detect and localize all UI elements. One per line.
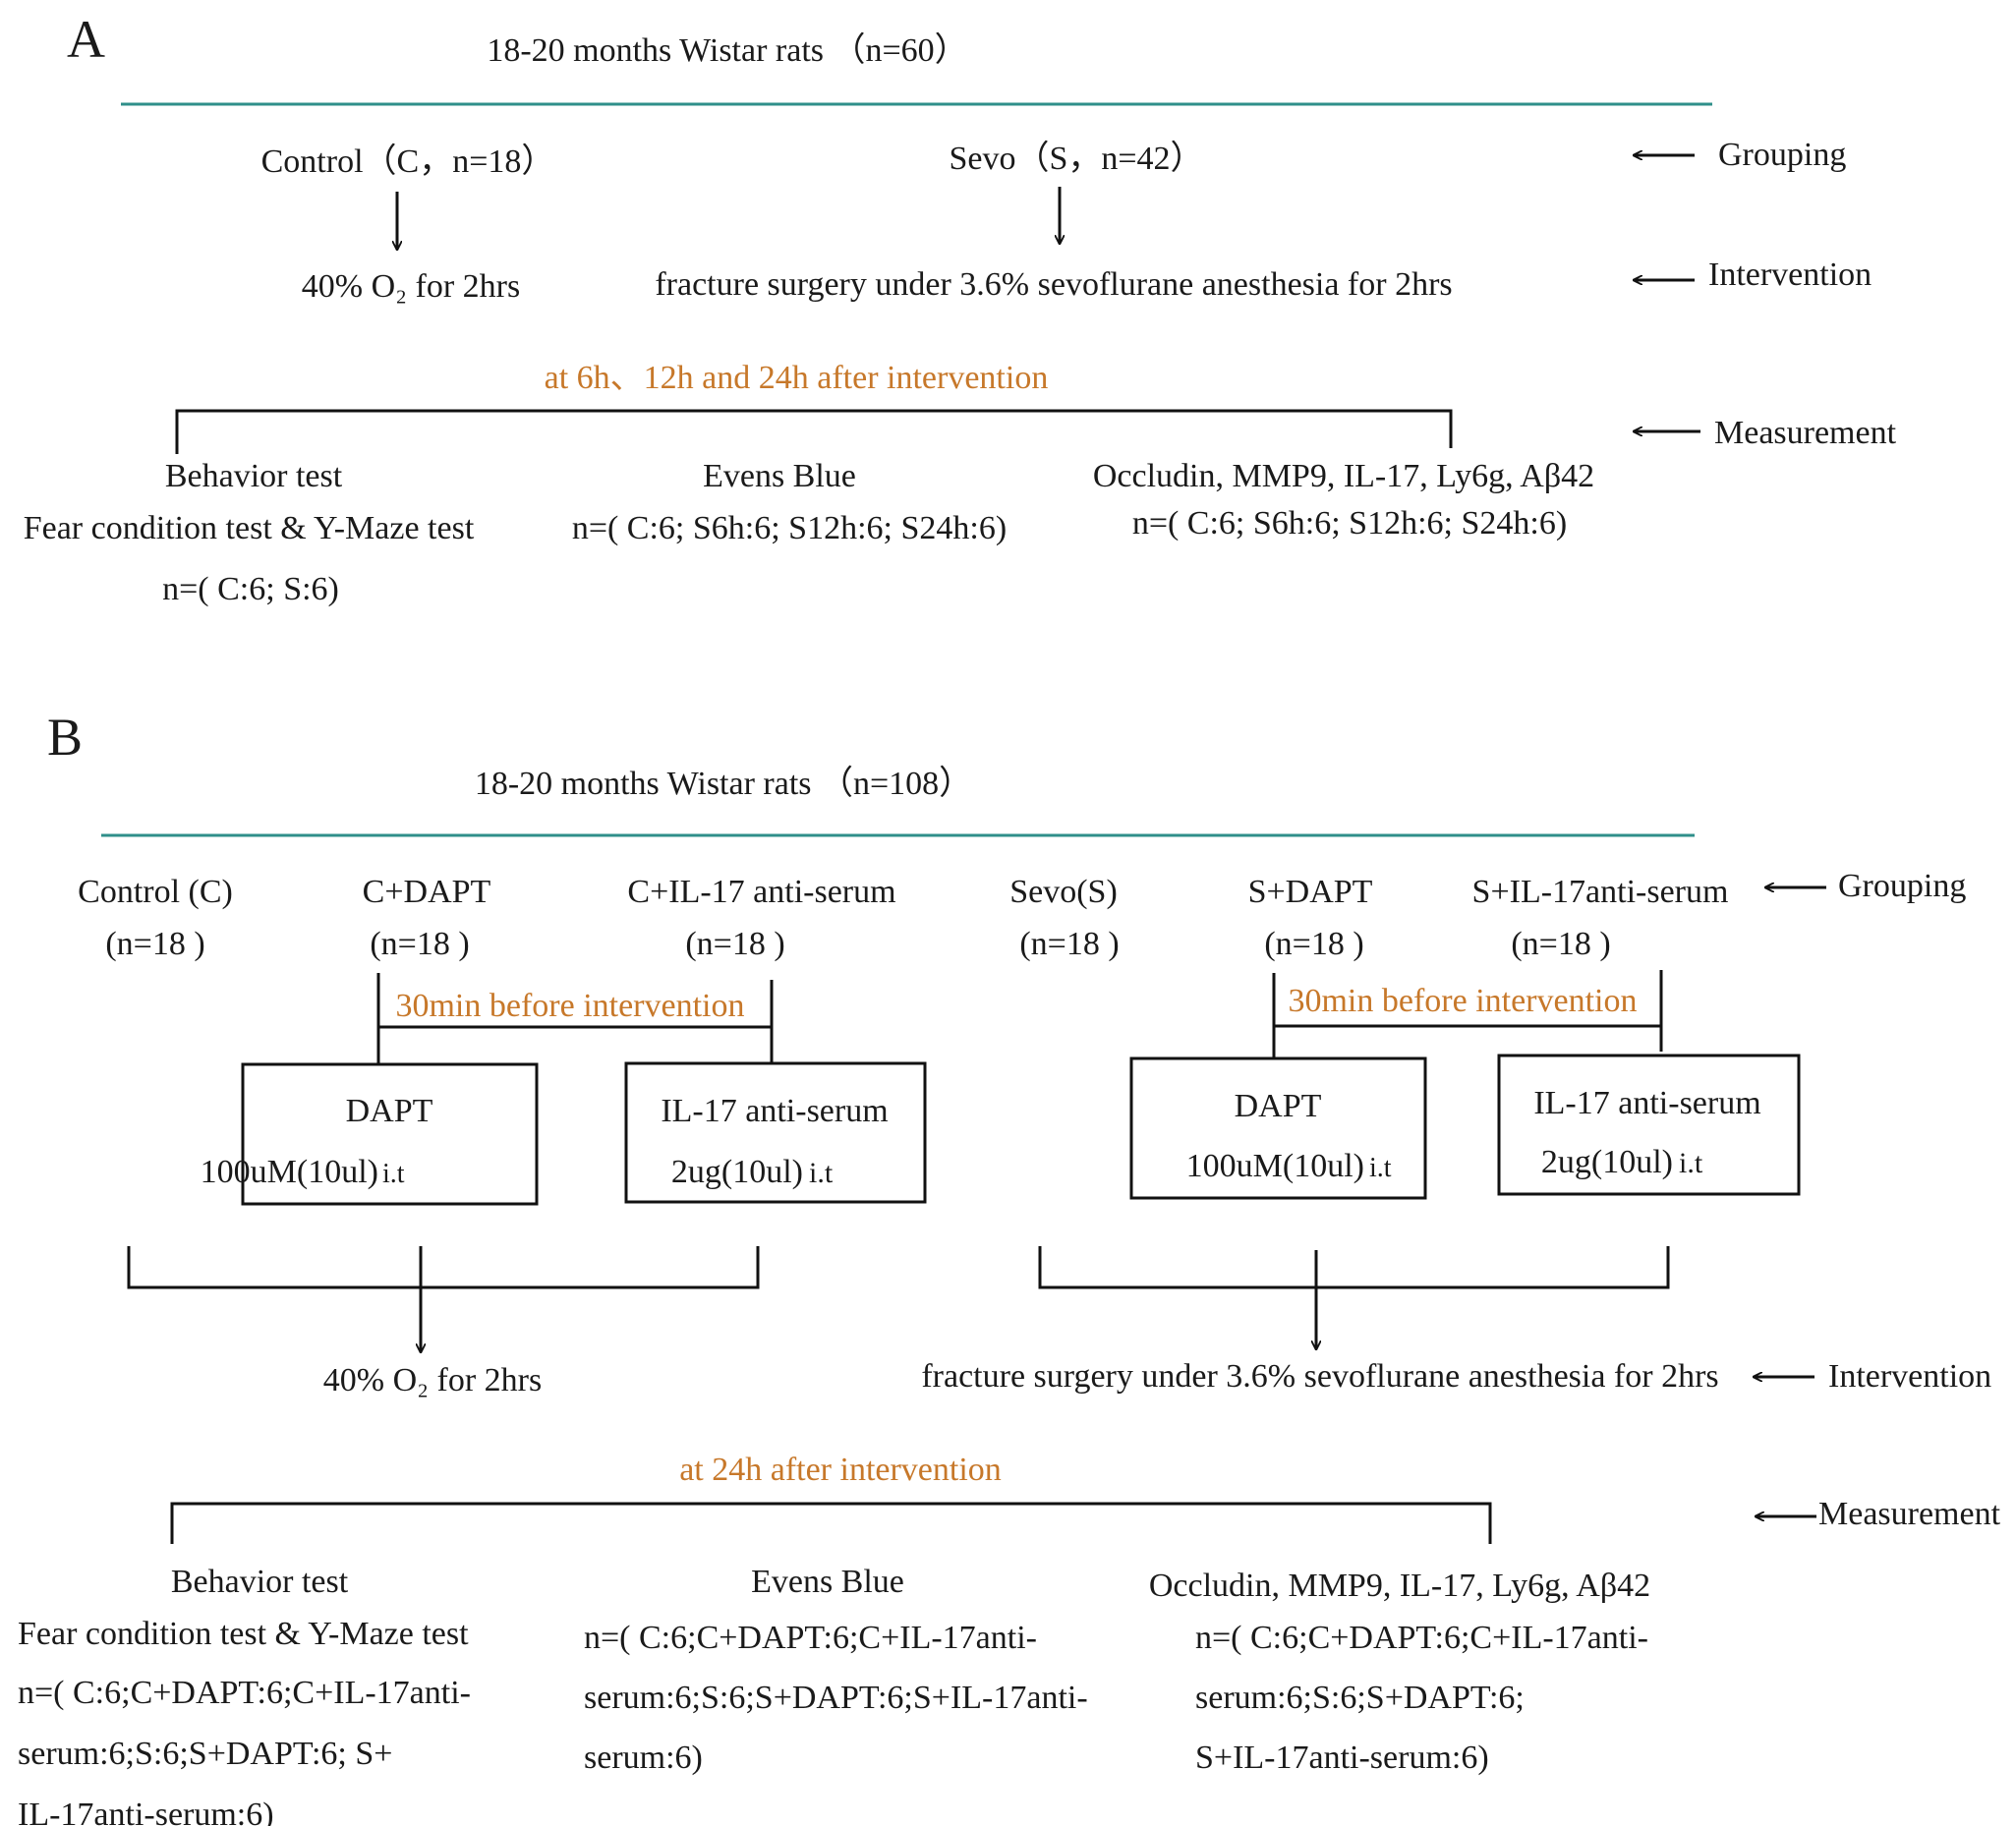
panel-b-occludin-title: Occludin, MMP9, IL-17, Ly6g, Aβ42 xyxy=(1149,1568,1650,1604)
panel-b-evens-n-line2: serum:6;S:6;S+DAPT:6;S+IL-17anti- xyxy=(584,1680,1088,1716)
box-il17-right: IL-17 anti-serum 2ug(10ul) i.t xyxy=(1497,1054,1801,1196)
panel-b-pre-timing-right: 30min before intervention xyxy=(1288,983,1637,1019)
box-dapt-left-title: DAPT xyxy=(346,1093,433,1129)
panel-b-behavior-n-line1: n=( C:6;C+DAPT:6;C+IL-17anti- xyxy=(18,1675,471,1711)
panel-b-title: 18-20 months Wistar rats （n=108） xyxy=(475,765,972,802)
panel-b-group-c-il17: C+IL-17 anti-serum xyxy=(627,874,895,910)
panel-b-intervention-label: Intervention xyxy=(1828,1358,1991,1395)
box-dapt-right-route: i.t xyxy=(1369,1153,1392,1183)
panel-b-n-s-dapt: (n=18 ) xyxy=(1264,926,1363,962)
panel-b-occludin-n-line2: serum:6;S:6;S+DAPT:6; xyxy=(1195,1680,1525,1716)
panel-a-intervention-control: 40% O₂ for 2hrs xyxy=(302,268,520,305)
panel-a-behavior-title: Behavior test xyxy=(165,458,343,494)
panel-b-timing: at 24h after intervention xyxy=(679,1452,1002,1488)
panel-a-measurement-bracket xyxy=(175,409,1453,454)
panel-b-n-sevo: (n=18 ) xyxy=(1019,926,1119,962)
panel-a-intervention-sevo: fracture surgery under 3.6% sevoflurane … xyxy=(655,266,1452,303)
panel-b-behavior-n-line2: serum:6;S:6;S+DAPT:6; S+ xyxy=(18,1736,392,1772)
panel-a-behavior-n: n=( C:6; S:6) xyxy=(162,571,339,607)
box-dapt-left-dose: 100uM(10ul) xyxy=(201,1154,378,1190)
box-dapt-left-route: i.t xyxy=(382,1159,405,1189)
panel-a-grouping-label: Grouping xyxy=(1718,137,1846,173)
panel-a-group-control: Control（C，n=18） xyxy=(261,143,555,180)
panel-a-intervention-label: Intervention xyxy=(1708,257,1872,293)
panel-a-evens-title: Evens Blue xyxy=(703,458,856,494)
panel-a-timing: at 6h、12h and 24h after intervention xyxy=(545,360,1049,396)
panel-b-evens-n-line1: n=( C:6;C+DAPT:6;C+IL-17anti- xyxy=(584,1620,1037,1656)
panel-b-occludin-n-line1: n=( C:6;C+DAPT:6;C+IL-17anti- xyxy=(1195,1620,1648,1656)
panel-b-occludin-n-line3: S+IL-17anti-serum:6) xyxy=(1195,1740,1489,1776)
panel-b-intervention-control: 40% O₂ for 2hrs xyxy=(323,1362,542,1398)
panel-b-n-control: (n=18 ) xyxy=(105,926,204,962)
box-il17-right-dose: 2ug(10ul) xyxy=(1541,1144,1673,1180)
box-dapt-right-dose: 100uM(10ul) xyxy=(1186,1148,1364,1184)
box-il17-right-route: i.t xyxy=(1679,1147,1703,1179)
panel-a-title: 18-20 months Wistar rats （n=60） xyxy=(487,31,967,69)
panel-b-intervention-sevo: fracture surgery under 3.6% sevoflurane … xyxy=(921,1358,1718,1395)
panel-b-n-c-il17: (n=18 ) xyxy=(685,926,784,962)
panel-b-group-c-dapt: C+DAPT xyxy=(363,874,491,910)
panel-b-group-s-il17: S+IL-17anti-serum xyxy=(1472,874,1729,910)
box-il17-left: IL-17 anti-serum 2ug(10ul) i.t xyxy=(624,1061,927,1204)
panel-b-behavior-title: Behavior test xyxy=(171,1564,349,1600)
panel-b-grouping-label: Grouping xyxy=(1838,868,1966,904)
panel-a-group-sevo: Sevo（S，n=42） xyxy=(949,140,1203,177)
panel-b-label: B xyxy=(47,708,83,767)
panel-b-evens-title: Evens Blue xyxy=(751,1564,904,1600)
box-il17-left-dose: 2ug(10ul) xyxy=(671,1154,803,1190)
panel-b-group-control: Control (C) xyxy=(78,874,233,910)
panel-b-n-c-dapt: (n=18 ) xyxy=(370,926,469,962)
panel-a-behavior-detail: Fear condition test & Y-Maze test xyxy=(24,510,475,546)
panel-b-left-join-bracket xyxy=(127,1246,760,1289)
panel-b-group-sevo: Sevo(S) xyxy=(1009,874,1118,910)
panel-a-label: A xyxy=(67,10,105,69)
panel-b-measurement-label: Measurement xyxy=(1818,1496,2001,1532)
panel-a-occludin-n: n=( C:6; S6h:6; S12h:6; S24h:6) xyxy=(1132,505,1567,542)
panel-a-occludin-title: Occludin, MMP9, IL-17, Ly6g, Aβ42 xyxy=(1093,458,1594,494)
panel-b-group-s-dapt: S+DAPT xyxy=(1248,874,1373,910)
panel-b-evens-n-line3: serum:6) xyxy=(584,1740,703,1776)
box-dapt-left: DAPT 100uM(10ul) i.t xyxy=(201,1062,539,1206)
panel-b: B 18-20 months Wistar rats （n=108） Contr… xyxy=(18,708,2001,1826)
panel-b-behavior-n-line3: IL-17anti-serum:6) xyxy=(18,1797,274,1826)
box-il17-left-title: IL-17 anti-serum xyxy=(661,1093,888,1129)
panel-b-behavior-detail: Fear condition test & Y-Maze test xyxy=(18,1616,469,1652)
panel-b-measurement-bracket xyxy=(170,1502,1492,1544)
panel-a: A 18-20 months Wistar rats （n=60） Contro… xyxy=(24,10,1897,607)
box-dapt-right-title: DAPT xyxy=(1235,1088,1322,1124)
box-dapt-right: DAPT 100uM(10ul) i.t xyxy=(1129,1056,1427,1200)
box-il17-left-route: i.t xyxy=(809,1157,834,1189)
box-il17-right-title: IL-17 anti-serum xyxy=(1533,1085,1760,1121)
panel-b-n-s-il17: (n=18 ) xyxy=(1511,926,1610,962)
panel-a-measurement-label: Measurement xyxy=(1714,415,1897,451)
panel-b-right-join-bracket xyxy=(1038,1246,1670,1289)
panel-a-evens-n: n=( C:6; S6h:6; S12h:6; S24h:6) xyxy=(572,510,1007,546)
panel-b-pre-timing-left: 30min before intervention xyxy=(395,988,744,1024)
